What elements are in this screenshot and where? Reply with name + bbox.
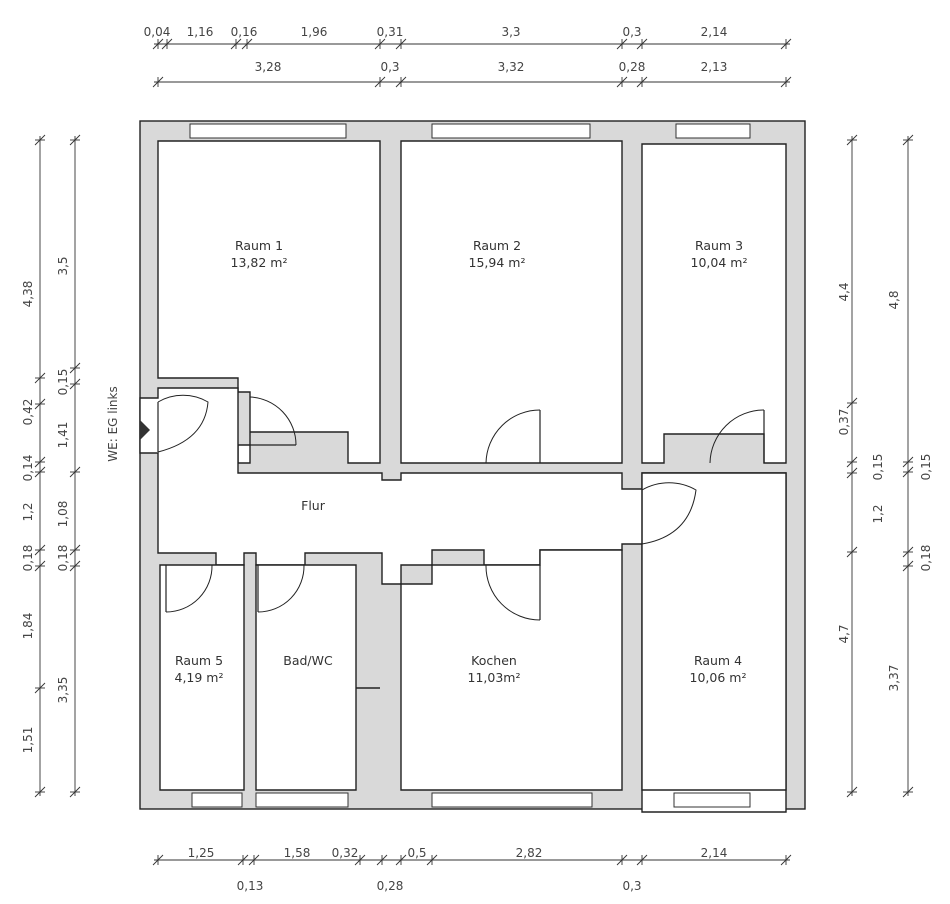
dimension-label: 3,32 (498, 60, 525, 74)
dimension-label: 0,5 (407, 846, 426, 860)
kitchen-floor (400, 549, 623, 791)
hall-floor (139, 387, 787, 813)
dimension-label: 0,15 (56, 369, 70, 396)
room-2-name: Raum 2 (473, 238, 521, 253)
dimension-label: 2,14 (701, 846, 728, 860)
bath-name: Bad/WC (283, 653, 333, 668)
hall-name: Flur (301, 498, 326, 513)
dimension-label: 2,13 (701, 60, 728, 74)
dimension-label: 0,13 (237, 879, 264, 893)
room-4-name: Raum 4 (694, 653, 742, 668)
dimension-label: 0,3 (622, 879, 641, 893)
dimension-label: 3,28 (255, 60, 282, 74)
dimension-label: 0,15 (919, 454, 933, 481)
room-1-area: 13,82 m² (231, 255, 288, 270)
dimension-chain-right-outer: 4,8 0,15 0,18 3,37 (887, 134, 933, 798)
bath-floor (255, 564, 380, 791)
dimension-label: 0,3 (622, 25, 641, 39)
door-room-1[interactable] (249, 396, 297, 446)
door-bath[interactable] (257, 564, 305, 613)
dimension-label: 0,37 (837, 409, 851, 436)
entrance-arrow (140, 420, 150, 440)
kitchen-name: Kochen (471, 653, 517, 668)
door-kitchen[interactable] (485, 564, 541, 621)
door-room-4[interactable] (641, 482, 697, 545)
window-room-1 (189, 123, 347, 139)
dimension-chain-right-inner: 4,4 0,37 0,15 1,2 4,7 (837, 134, 885, 798)
dimension-chain-left-inner: 3,5 0,15 1,41 1,08 0,18 3,35 (56, 134, 81, 798)
room-5-floor (159, 564, 245, 791)
dimension-label: 2,82 (516, 846, 543, 860)
window-bath (255, 792, 349, 808)
dimension-chain-top-2: 3,28 0,3 3,32 0,28 2,13 (152, 60, 792, 88)
dimension-label: 0,18 (21, 545, 35, 572)
dimension-label: 2,14 (701, 25, 728, 39)
door-room-2[interactable] (485, 409, 541, 464)
dimension-label: 0,28 (377, 879, 404, 893)
dimension-label: 1,25 (188, 846, 215, 860)
dimension-chain-left-outer: 4,38 0,42 0,14 1,2 0,18 1,84 1,51 (21, 134, 46, 798)
dimension-label: 0,16 (231, 25, 258, 39)
room-3-area: 10,04 m² (691, 255, 748, 270)
dimension-label: 4,7 (837, 624, 851, 643)
window-room-5 (191, 792, 243, 808)
dimension-label: 1,58 (284, 846, 311, 860)
dimension-label: 0,15 (871, 454, 885, 481)
window-room-3 (675, 123, 751, 139)
dimension-label: 1,41 (56, 422, 70, 449)
room-2-area: 15,94 m² (469, 255, 526, 270)
door-entrance[interactable] (157, 394, 209, 453)
dimension-label: 0,42 (21, 399, 35, 426)
dimension-label: 1,51 (21, 727, 35, 754)
dimension-label: 4,38 (21, 281, 35, 308)
dimension-label: 0,04 (144, 25, 171, 39)
room-2-floor (400, 140, 623, 464)
door-room-5[interactable] (165, 564, 213, 613)
room-3-name: Raum 3 (695, 238, 743, 253)
dimension-label: 0,3 (380, 60, 399, 74)
dimension-label: 0,18 (919, 545, 933, 572)
room-1-name: Raum 1 (235, 238, 283, 253)
entrance-label: WE: EG links (106, 386, 120, 461)
dimension-label: 0,18 (56, 545, 70, 572)
room-4-floor (641, 472, 787, 791)
dimension-label: 1,16 (187, 25, 214, 39)
dimension-label: 1,08 (56, 501, 70, 528)
dimension-label: 3,37 (887, 665, 901, 692)
dimension-label: 0,14 (21, 455, 35, 482)
room-4-area: 10,06 m² (690, 670, 747, 685)
dimension-label: 1,96 (301, 25, 328, 39)
window-kitchen (431, 792, 593, 808)
window-room-4 (673, 792, 751, 808)
room-5-name: Raum 5 (175, 653, 223, 668)
dimension-label: 3,3 (501, 25, 520, 39)
dimension-label: 4,8 (887, 290, 901, 309)
dimension-label: 4,4 (837, 282, 851, 301)
kitchen-area: 11,03m² (468, 670, 521, 685)
door-room-3[interactable] (709, 409, 765, 464)
dimension-label: 3,5 (56, 256, 70, 275)
room-5-area: 4,19 m² (175, 670, 224, 685)
dimension-label: 0,32 (332, 846, 359, 860)
dimension-chain-top-1: 0,04 1,16 0,16 1,96 0,31 3,3 0,3 2,14 (144, 25, 792, 50)
dimension-label: 3,35 (56, 677, 70, 704)
dimension-label: 0,28 (619, 60, 646, 74)
dimension-label: 0,31 (377, 25, 404, 39)
dimension-chain-bottom-2: 0,13 0,28 0,3 (237, 879, 642, 893)
window-room-2 (431, 123, 591, 139)
dimension-label: 1,2 (21, 502, 35, 521)
dimension-label: 1,84 (21, 613, 35, 640)
dimension-label: 1,2 (871, 504, 885, 523)
dimension-chain-bottom-1: 1,25 1,58 0,32 0,5 2,82 2,14 (152, 846, 792, 866)
